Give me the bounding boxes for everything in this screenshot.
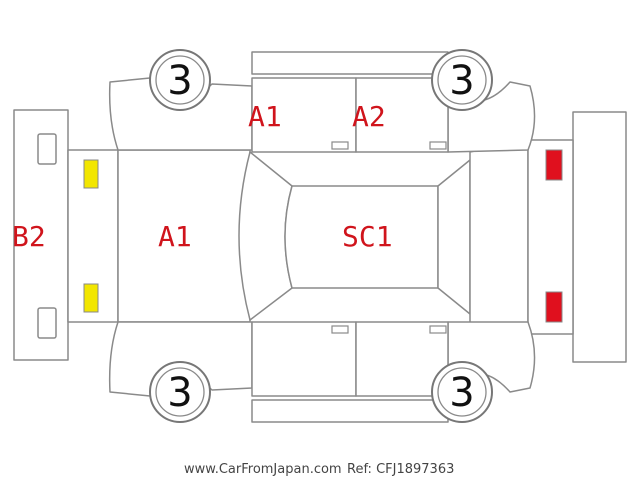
- headlight-top-marker: [83, 159, 99, 189]
- front-door-handle-bottom: [331, 325, 349, 334]
- roof-rail-bottom: [251, 399, 449, 423]
- tire-front-right: 3: [149, 361, 211, 423]
- label-roof: SC1: [342, 220, 393, 253]
- trunk: [469, 139, 529, 335]
- taillight-bottom-marker: [545, 291, 563, 323]
- tire-rear-left-value: 3: [449, 58, 474, 104]
- rear-door-top: [355, 77, 449, 153]
- footer-site: www.CarFromJapan.com: [184, 462, 342, 477]
- rear-window: [437, 159, 471, 315]
- footer-ref: Ref: CFJ1897363: [347, 462, 454, 477]
- roof-rail-top: [251, 51, 449, 75]
- front-bumper-slot-bottom: [37, 307, 57, 339]
- rear-door-handle-top: [429, 141, 447, 150]
- label-rear-door-top: A2: [352, 100, 386, 133]
- tire-front-left: 3: [149, 49, 211, 111]
- tire-rear-right: 3: [431, 361, 493, 423]
- label-front-bumper: B2: [12, 220, 46, 253]
- front-door-handle-top: [331, 141, 349, 150]
- tire-front-left-value: 3: [167, 58, 192, 104]
- label-front-door-top: A1: [248, 100, 282, 133]
- roof: [284, 185, 439, 289]
- front-bumper-slot-top: [37, 133, 57, 165]
- tire-front-right-value: 3: [167, 370, 192, 416]
- tire-rear-left: 3: [431, 49, 493, 111]
- tire-rear-right-value: 3: [449, 370, 474, 416]
- rear-door-handle-bottom: [429, 325, 447, 334]
- taillight-top-marker: [545, 149, 563, 181]
- label-hood: A1: [158, 220, 192, 253]
- windshield: [238, 151, 293, 321]
- rear-bumper: [572, 111, 627, 363]
- headlight-bottom-marker: [83, 283, 99, 313]
- front-bumper: [13, 109, 69, 361]
